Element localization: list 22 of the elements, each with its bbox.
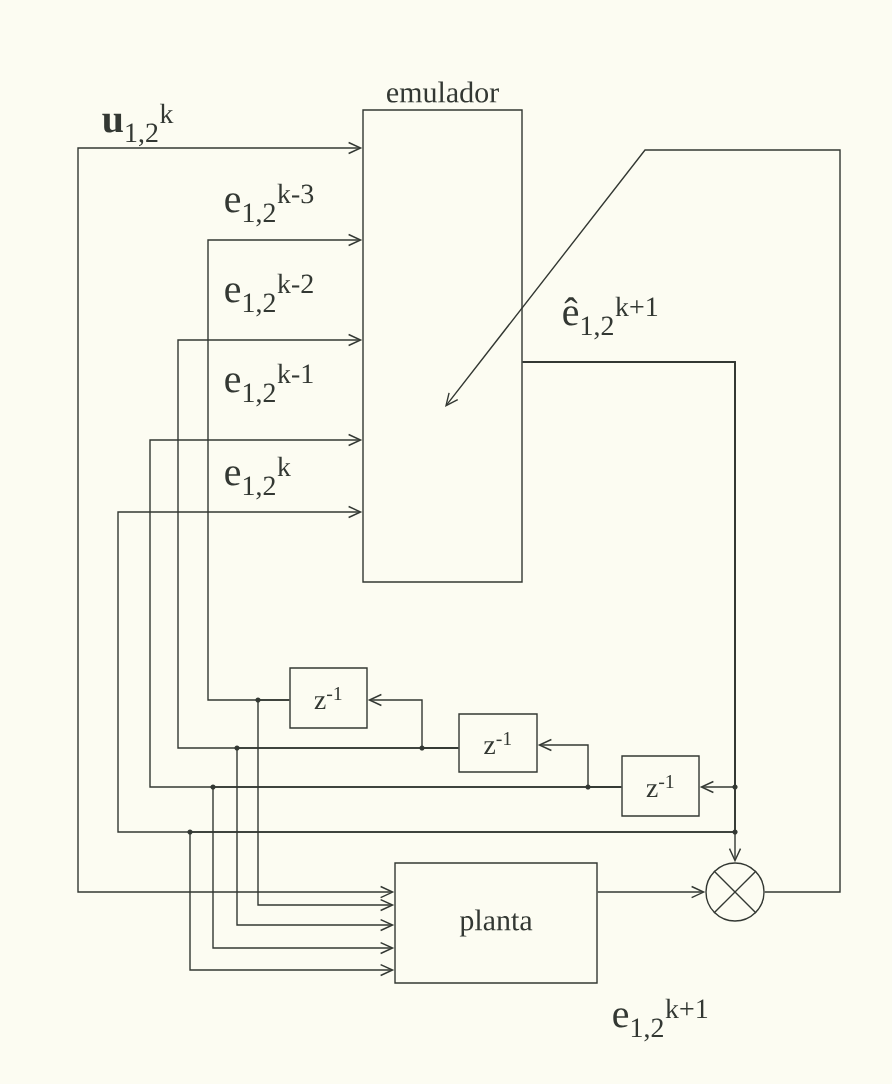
edge-label: e$_{1,2}$k+1 [613, 998, 708, 1042]
multiplier-circle [705, 862, 765, 922]
arrow [207, 233, 363, 701]
node-label: emulador [387, 81, 499, 103]
arrow [212, 786, 622, 955]
delay-block: z$^{-1}$ [289, 667, 368, 729]
arrow [445, 149, 841, 893]
plant-block: planta [394, 862, 598, 984]
arrow [189, 361, 736, 977]
arrow [77, 141, 395, 899]
edge-label: ê$_{1,2}$k+1 [563, 296, 658, 340]
edge-label: u$_{1,2}$k [102, 103, 174, 147]
arrow [257, 699, 395, 912]
arrow [597, 885, 706, 899]
emulator-block: emulador [362, 81, 523, 583]
edge-label: e$_{1,2}$k [225, 456, 291, 500]
delay-block: z$^{-1}$ [621, 755, 700, 817]
edge-label: e$_{1,2}$k-2 [225, 273, 313, 317]
edge-label: e$_{1,2}$k-3 [225, 183, 314, 227]
arrow [236, 747, 459, 932]
delay-block: z$^{-1}$ [458, 713, 538, 773]
edge-label: e$_{1,2}$k-1 [225, 363, 313, 407]
